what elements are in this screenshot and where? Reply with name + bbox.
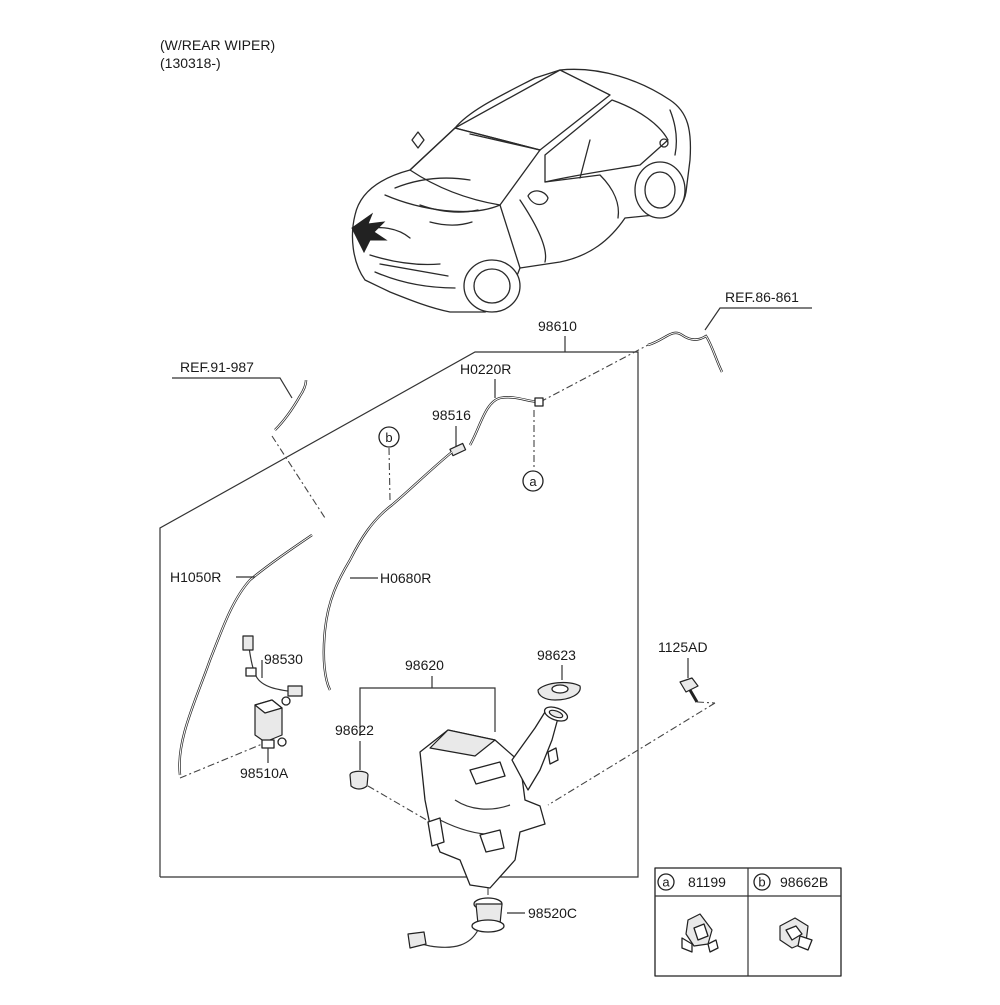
marker-b bbox=[378, 426, 400, 448]
marker-a-text: a bbox=[529, 474, 537, 489]
clip-81199 bbox=[681, 913, 719, 953]
front-wheel bbox=[463, 259, 521, 313]
label-ref-86-861: REF.86-861 bbox=[725, 289, 799, 305]
label-98610: 98610 bbox=[538, 318, 577, 334]
label-h0220r: H0220R bbox=[460, 361, 511, 377]
sensor-connector bbox=[407, 931, 427, 949]
hose-h0220r bbox=[468, 396, 541, 446]
washer-pump-98510a bbox=[254, 699, 287, 749]
legend-table: a 81199 b 98662B bbox=[654, 867, 842, 977]
bolt-1125ad bbox=[679, 677, 699, 693]
connector-98530 bbox=[287, 685, 303, 697]
rear-hose-segment bbox=[647, 331, 724, 373]
label-98623: 98623 bbox=[537, 647, 576, 663]
legend-part-a: 81199 bbox=[688, 874, 726, 890]
label-1125ad: 1125AD bbox=[658, 639, 708, 655]
reservoir-location-marker bbox=[351, 212, 388, 254]
legend-marker-b bbox=[753, 873, 771, 891]
car-illustration bbox=[351, 68, 692, 313]
clip-98662b bbox=[779, 917, 813, 951]
windshield bbox=[409, 127, 541, 206]
assembly-frame bbox=[159, 336, 639, 878]
header-line-1: (W/REAR WIPER) bbox=[160, 37, 275, 53]
legend-marker-a-text: a bbox=[662, 875, 670, 890]
label-h1050r: H1050R bbox=[170, 569, 221, 585]
label-98510a: 98510A bbox=[240, 765, 289, 781]
legend-part-b: 98662B bbox=[780, 874, 828, 890]
legend-marker-a bbox=[657, 873, 675, 891]
front-hose-segment bbox=[274, 379, 308, 431]
level-sensor-98520c bbox=[471, 897, 505, 933]
label-98520c: 98520C bbox=[528, 905, 577, 921]
label-98530: 98530 bbox=[264, 651, 303, 667]
label-98620: 98620 bbox=[405, 657, 444, 673]
label-98516: 98516 bbox=[432, 407, 471, 423]
legend-marker-b-text: b bbox=[758, 875, 765, 890]
filler-neck bbox=[511, 711, 559, 791]
label-ref-91-987: REF.91-987 bbox=[180, 359, 254, 375]
label-98622: 98622 bbox=[335, 722, 374, 738]
label-h0680r: H0680R bbox=[380, 570, 431, 586]
rear-wheel bbox=[634, 161, 686, 219]
washer-reservoir-98620 bbox=[419, 706, 569, 889]
side-mirror bbox=[527, 190, 549, 206]
grommet-98622 bbox=[349, 770, 369, 790]
marker-a bbox=[522, 470, 544, 492]
header-line-2: (130318-) bbox=[160, 55, 221, 71]
marker-b-text: b bbox=[385, 430, 392, 445]
connector-98516 bbox=[449, 442, 467, 457]
side-window bbox=[544, 99, 669, 183]
